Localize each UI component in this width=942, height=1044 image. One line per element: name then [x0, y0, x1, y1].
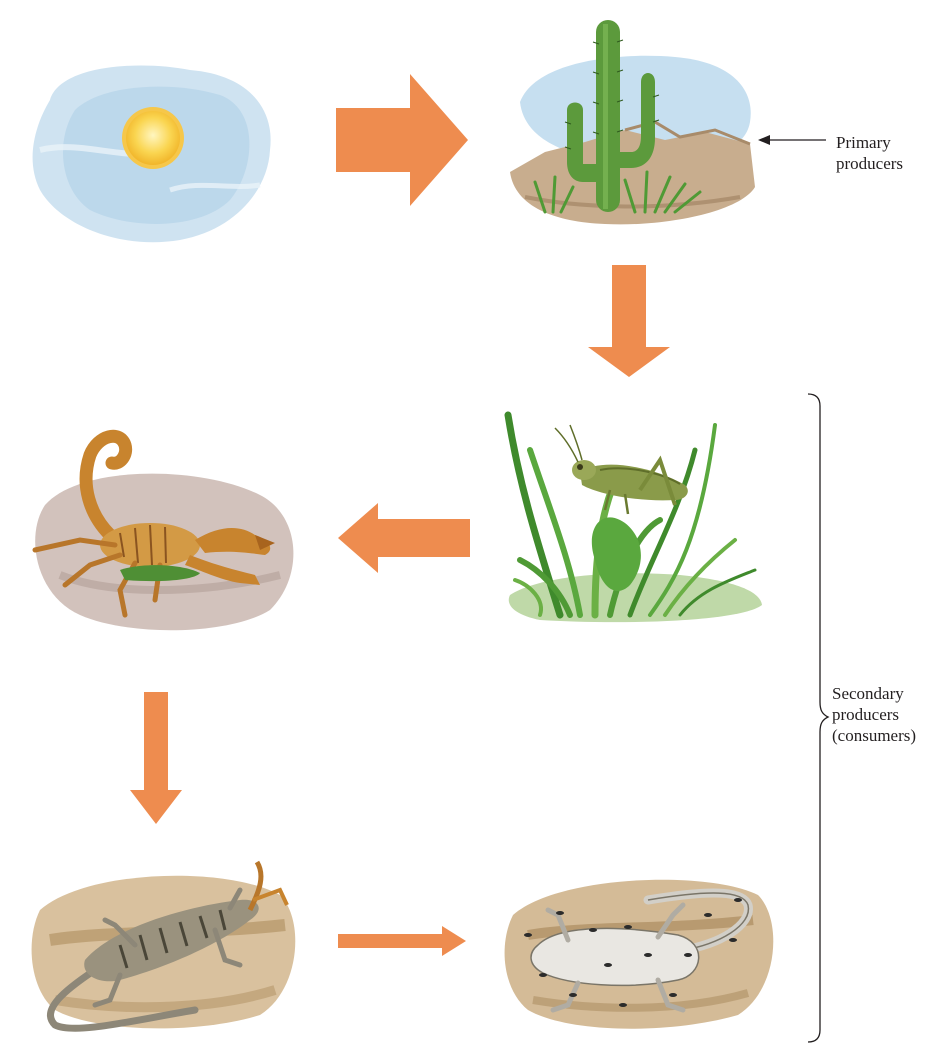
- dead-lizard-icon: [498, 855, 783, 1035]
- scorpion-panel: [20, 425, 310, 640]
- grasshopper-panel: [500, 410, 770, 625]
- scorpion-icon: [20, 425, 310, 640]
- arrow-scorpion-to-lizard: [130, 692, 182, 824]
- secondary-label-line-3: (consumers): [832, 725, 916, 746]
- arrow-cactus-to-grasshopper: [588, 265, 670, 377]
- sun-panel: [20, 40, 290, 250]
- primary-label-line-1: Primary: [836, 132, 903, 153]
- primary-pointer-arrow: [758, 132, 828, 148]
- secondary-label-line-1: Secondary: [832, 683, 916, 704]
- lizard-panel: [25, 850, 305, 1035]
- lizard-icon: [25, 850, 305, 1035]
- cactus-icon: [505, 12, 760, 237]
- arrow-lizard-to-decomposition: [338, 926, 466, 956]
- arrow-grasshopper-to-scorpion: [338, 503, 470, 573]
- primary-producers-label: Primary producers: [836, 132, 903, 174]
- secondary-bracket: [806, 392, 830, 1044]
- cactus-panel: [505, 12, 760, 237]
- grasshopper-icon: [500, 410, 770, 625]
- dead-lizard-panel: [498, 855, 783, 1035]
- arrow-sun-to-cactus: [336, 74, 468, 206]
- secondary-label-line-2: producers: [832, 704, 916, 725]
- primary-label-line-2: producers: [836, 153, 903, 174]
- secondary-producers-label: Secondary producers (consumers): [832, 683, 916, 746]
- sun-icon: [20, 40, 290, 250]
